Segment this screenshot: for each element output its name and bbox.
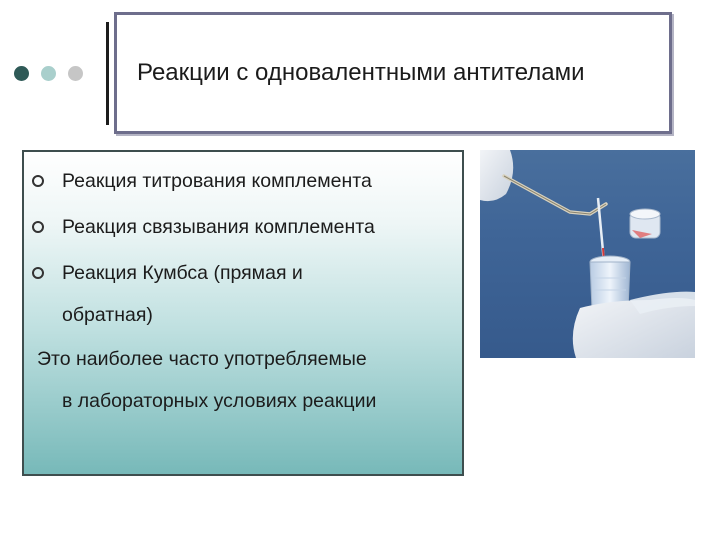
title-box: Реакции с одновалентными антителами xyxy=(114,12,672,134)
bullet-text: Реакция связывания комплемента xyxy=(62,216,375,238)
glove-bottom xyxy=(572,298,695,358)
title-divider xyxy=(106,22,109,125)
bullet-continuation: обратная) xyxy=(62,304,153,326)
content-box: Реакция титрования комплемента Реакция с… xyxy=(22,150,464,476)
dot-gray xyxy=(68,66,83,81)
bullet-text: Реакция Кумбса (прямая и xyxy=(62,262,303,284)
bullet-circle-icon xyxy=(32,175,44,187)
bullet-circle-icon xyxy=(32,267,44,279)
pipette-shade xyxy=(503,175,607,215)
dot-dark xyxy=(14,66,29,81)
note-line-1: Это наиболее часто употребляемые xyxy=(37,348,367,370)
glove-top xyxy=(480,150,514,202)
lab-photo xyxy=(480,150,695,358)
vial-cap-top xyxy=(629,208,661,220)
cap-red-mark xyxy=(632,230,652,238)
bullet-text: Реакция титрования комплемента xyxy=(62,170,372,192)
dot-teal xyxy=(41,66,56,81)
slide-title: Реакции с одновалентными антителами xyxy=(137,59,585,86)
note-line-2: в лабораторных условиях реакции xyxy=(62,390,377,412)
decorative-dots xyxy=(14,66,83,81)
bullet-circle-icon xyxy=(32,221,44,233)
pipette xyxy=(502,174,608,216)
lab-photo-illustration xyxy=(480,150,695,358)
